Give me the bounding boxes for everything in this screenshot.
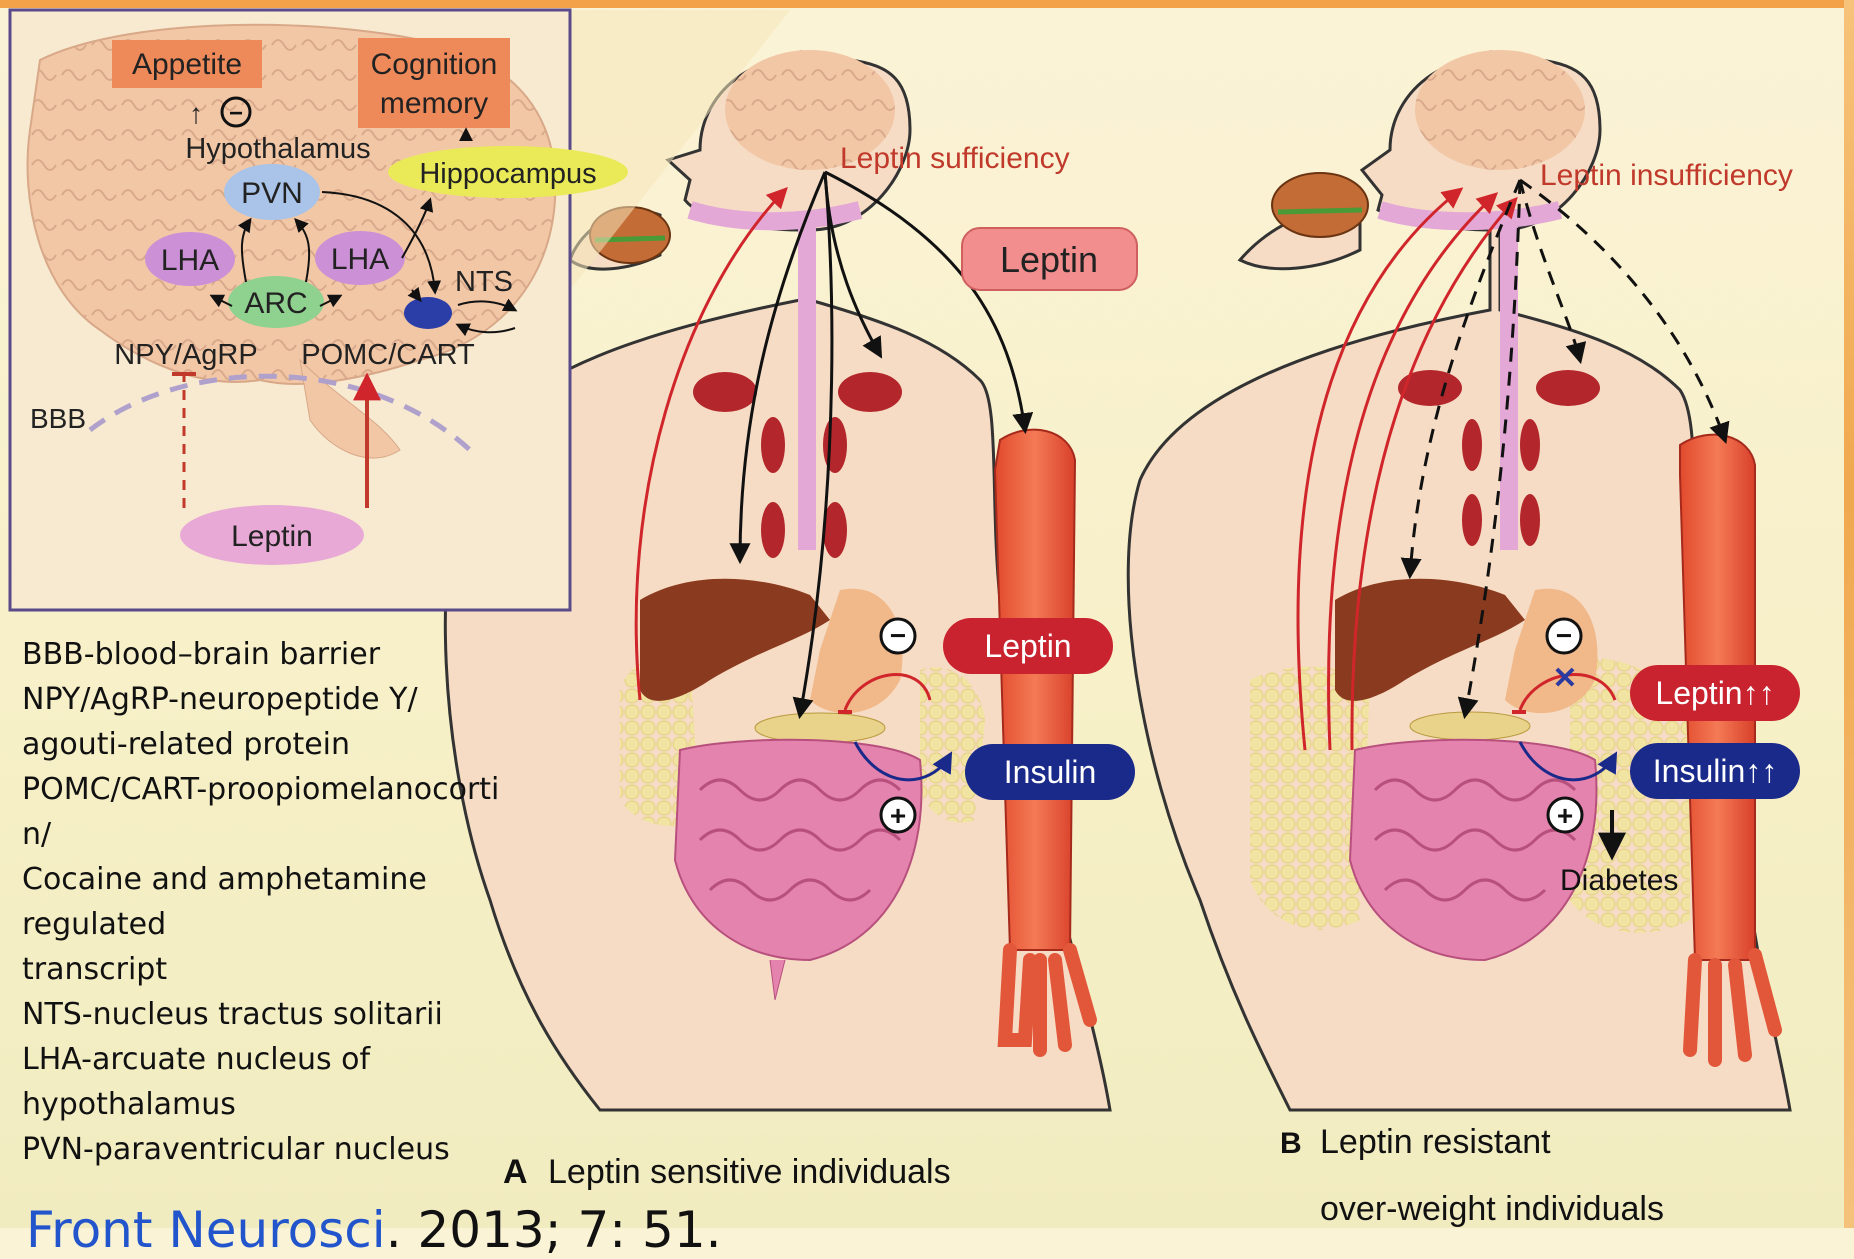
appetite-minus-symbol: − bbox=[229, 100, 243, 127]
appetite-label: Appetite bbox=[132, 48, 242, 81]
lha-left-label: LHA bbox=[161, 244, 219, 277]
burger-lettuce-b bbox=[1278, 210, 1362, 212]
abbreviation-legend: BBB-blood–brain barrier NPY/AgRP-neurope… bbox=[22, 632, 542, 1172]
pvn-label: PVN bbox=[241, 177, 303, 210]
leptin-badge-label-a: Leptin bbox=[984, 628, 1071, 664]
pancreas-b bbox=[1410, 712, 1530, 740]
memory-label: memory bbox=[380, 87, 488, 120]
brain-texture-b bbox=[1415, 50, 1585, 170]
spinal-cord-a bbox=[798, 220, 816, 550]
legend-line: transcript bbox=[22, 947, 542, 992]
brown-fat-a bbox=[693, 372, 757, 412]
appetite-up-arrow: ↑ bbox=[189, 98, 203, 129]
pomc-cart-label: POMC/CART bbox=[301, 339, 475, 371]
brown-fat-a bbox=[761, 417, 785, 473]
citation-rest: . 2013; 7: 51. bbox=[386, 1201, 722, 1259]
plus-symbol-b: + bbox=[1557, 800, 1573, 831]
insulin-badge-label-b: Insulin↑↑ bbox=[1653, 753, 1778, 789]
minus-symbol-b: − bbox=[1556, 620, 1572, 651]
insulin-badge-label-a: Insulin bbox=[1004, 754, 1097, 790]
panel-b-caption-line1: Leptin resistant bbox=[1320, 1123, 1551, 1161]
leptin-label-inset: Leptin bbox=[231, 520, 313, 553]
citation-link[interactable]: Front Neurosci bbox=[26, 1201, 386, 1259]
legend-line: POMC/CART-proopiomelanocorti bbox=[22, 767, 542, 812]
hypothalamus-label: Hypothalamus bbox=[185, 133, 370, 165]
panel-b-body bbox=[1128, 50, 1790, 1110]
panel-b-letter: B bbox=[1280, 1127, 1302, 1160]
brown-fat-b bbox=[1520, 494, 1540, 546]
npy-agrp-label: NPY/AgRP bbox=[114, 339, 257, 371]
leptin-sufficiency-label: Leptin sufficiency bbox=[840, 142, 1070, 175]
brown-fat-b bbox=[1462, 494, 1482, 546]
legend-line: NPY/AgRP-neuropeptide Y/ bbox=[22, 677, 542, 722]
arc-label: ARC bbox=[244, 287, 307, 320]
burger-b bbox=[1272, 173, 1368, 237]
legend-line: BBB-blood–brain barrier bbox=[22, 632, 542, 677]
lha-right-label: LHA bbox=[331, 243, 389, 276]
nts-node bbox=[404, 297, 452, 329]
citation: Front Neurosci. 2013; 7: 51. bbox=[26, 1205, 722, 1255]
brown-fat-a bbox=[823, 417, 847, 473]
legend-line: LHA-arcuate nucleus of bbox=[22, 1037, 542, 1082]
legend-line: n/ bbox=[22, 812, 542, 857]
leptin-insufficiency-label: Leptin insufficiency bbox=[1540, 159, 1793, 192]
diabetes-label: Diabetes bbox=[1560, 864, 1678, 897]
legend-line: agouti-related protein bbox=[22, 722, 542, 767]
brown-fat-a bbox=[761, 502, 785, 558]
legend-line: regulated bbox=[22, 902, 542, 947]
panel-b-caption-line2: over-weight individuals bbox=[1320, 1190, 1664, 1228]
blocked-cross-icon: ✕ bbox=[1552, 662, 1577, 695]
legend-line: hypothalamus bbox=[22, 1082, 542, 1127]
brown-fat-a bbox=[838, 372, 902, 412]
bbb-label: BBB bbox=[30, 403, 86, 434]
minus-symbol-a: − bbox=[890, 620, 906, 651]
hippocampus-label: Hippocampus bbox=[419, 158, 596, 190]
pancreas-a bbox=[755, 713, 885, 743]
brown-fat-b bbox=[1398, 370, 1462, 406]
nts-label: NTS bbox=[455, 266, 513, 298]
brown-fat-b bbox=[1536, 370, 1600, 406]
leptin-badge-label-b: Leptin↑↑ bbox=[1655, 675, 1774, 711]
arm-muscle-a bbox=[995, 430, 1075, 950]
legend-line: NTS-nucleus tractus solitarii bbox=[22, 992, 542, 1037]
brown-fat-b bbox=[1520, 419, 1540, 471]
plus-symbol-a: + bbox=[890, 800, 906, 831]
panel-a-caption: Leptin sensitive individuals bbox=[548, 1153, 951, 1191]
legend-line: Cocaine and amphetamine bbox=[22, 857, 542, 902]
leptin-box-label-a: Leptin bbox=[1000, 239, 1098, 280]
legend-line: PVN-paraventricular nucleus bbox=[22, 1127, 542, 1172]
cognition-label: Cognition bbox=[371, 48, 498, 81]
brown-fat-b bbox=[1462, 419, 1482, 471]
